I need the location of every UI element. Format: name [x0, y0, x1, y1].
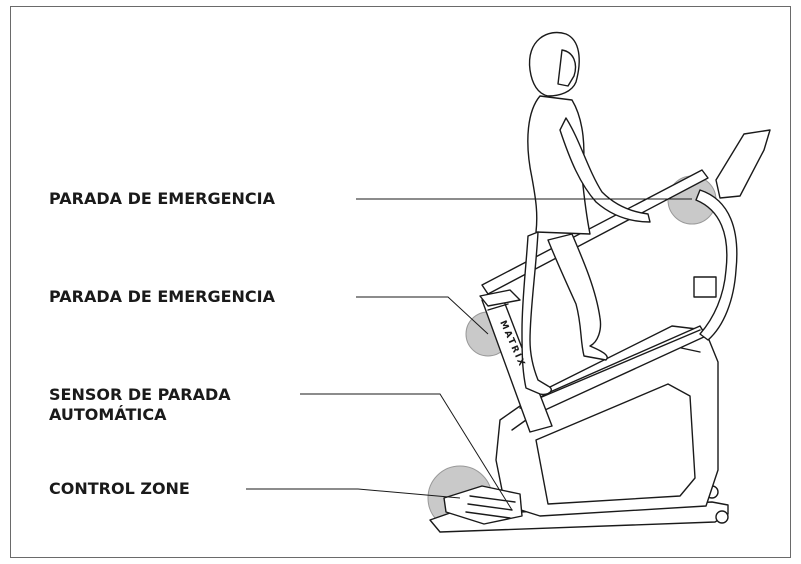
front-platform: [479, 289, 521, 307]
callout-text-line2: AUTOMÁTICA: [49, 405, 167, 424]
user-figure: [521, 31, 651, 396]
figure-arm: [559, 117, 651, 223]
figure-face: [557, 49, 577, 87]
rear-wheel: [715, 510, 729, 524]
callout-text: PARADA DE EMERGENCIA: [49, 287, 275, 306]
callout-emergency-stop-top: PARADA DE EMERGENCIA: [49, 189, 275, 209]
callout-auto-stop-sensor: SENSOR DE PARADA AUTOMÁTICA: [49, 385, 231, 425]
side-box: [693, 276, 717, 298]
callout-emergency-stop-lower: PARADA DE EMERGENCIA: [49, 287, 275, 307]
callout-control-zone: CONTROL ZONE: [49, 479, 190, 499]
callout-text: PARADA DE EMERGENCIA: [49, 189, 275, 208]
figure-leg-front: [547, 233, 608, 361]
callout-text: CONTROL ZONE: [49, 479, 190, 498]
leader-auto-stop-sensor: [300, 393, 513, 511]
rear-upright: [695, 189, 738, 341]
leader-emergency-stop-lower: [356, 296, 489, 335]
callout-text-line1: SENSOR DE PARADA: [49, 385, 231, 404]
handrail: [481, 169, 709, 295]
figure-leg-back: [521, 231, 552, 396]
leader-control-zone: [246, 488, 461, 499]
diagram-frame: [10, 6, 791, 558]
console: [715, 129, 771, 199]
